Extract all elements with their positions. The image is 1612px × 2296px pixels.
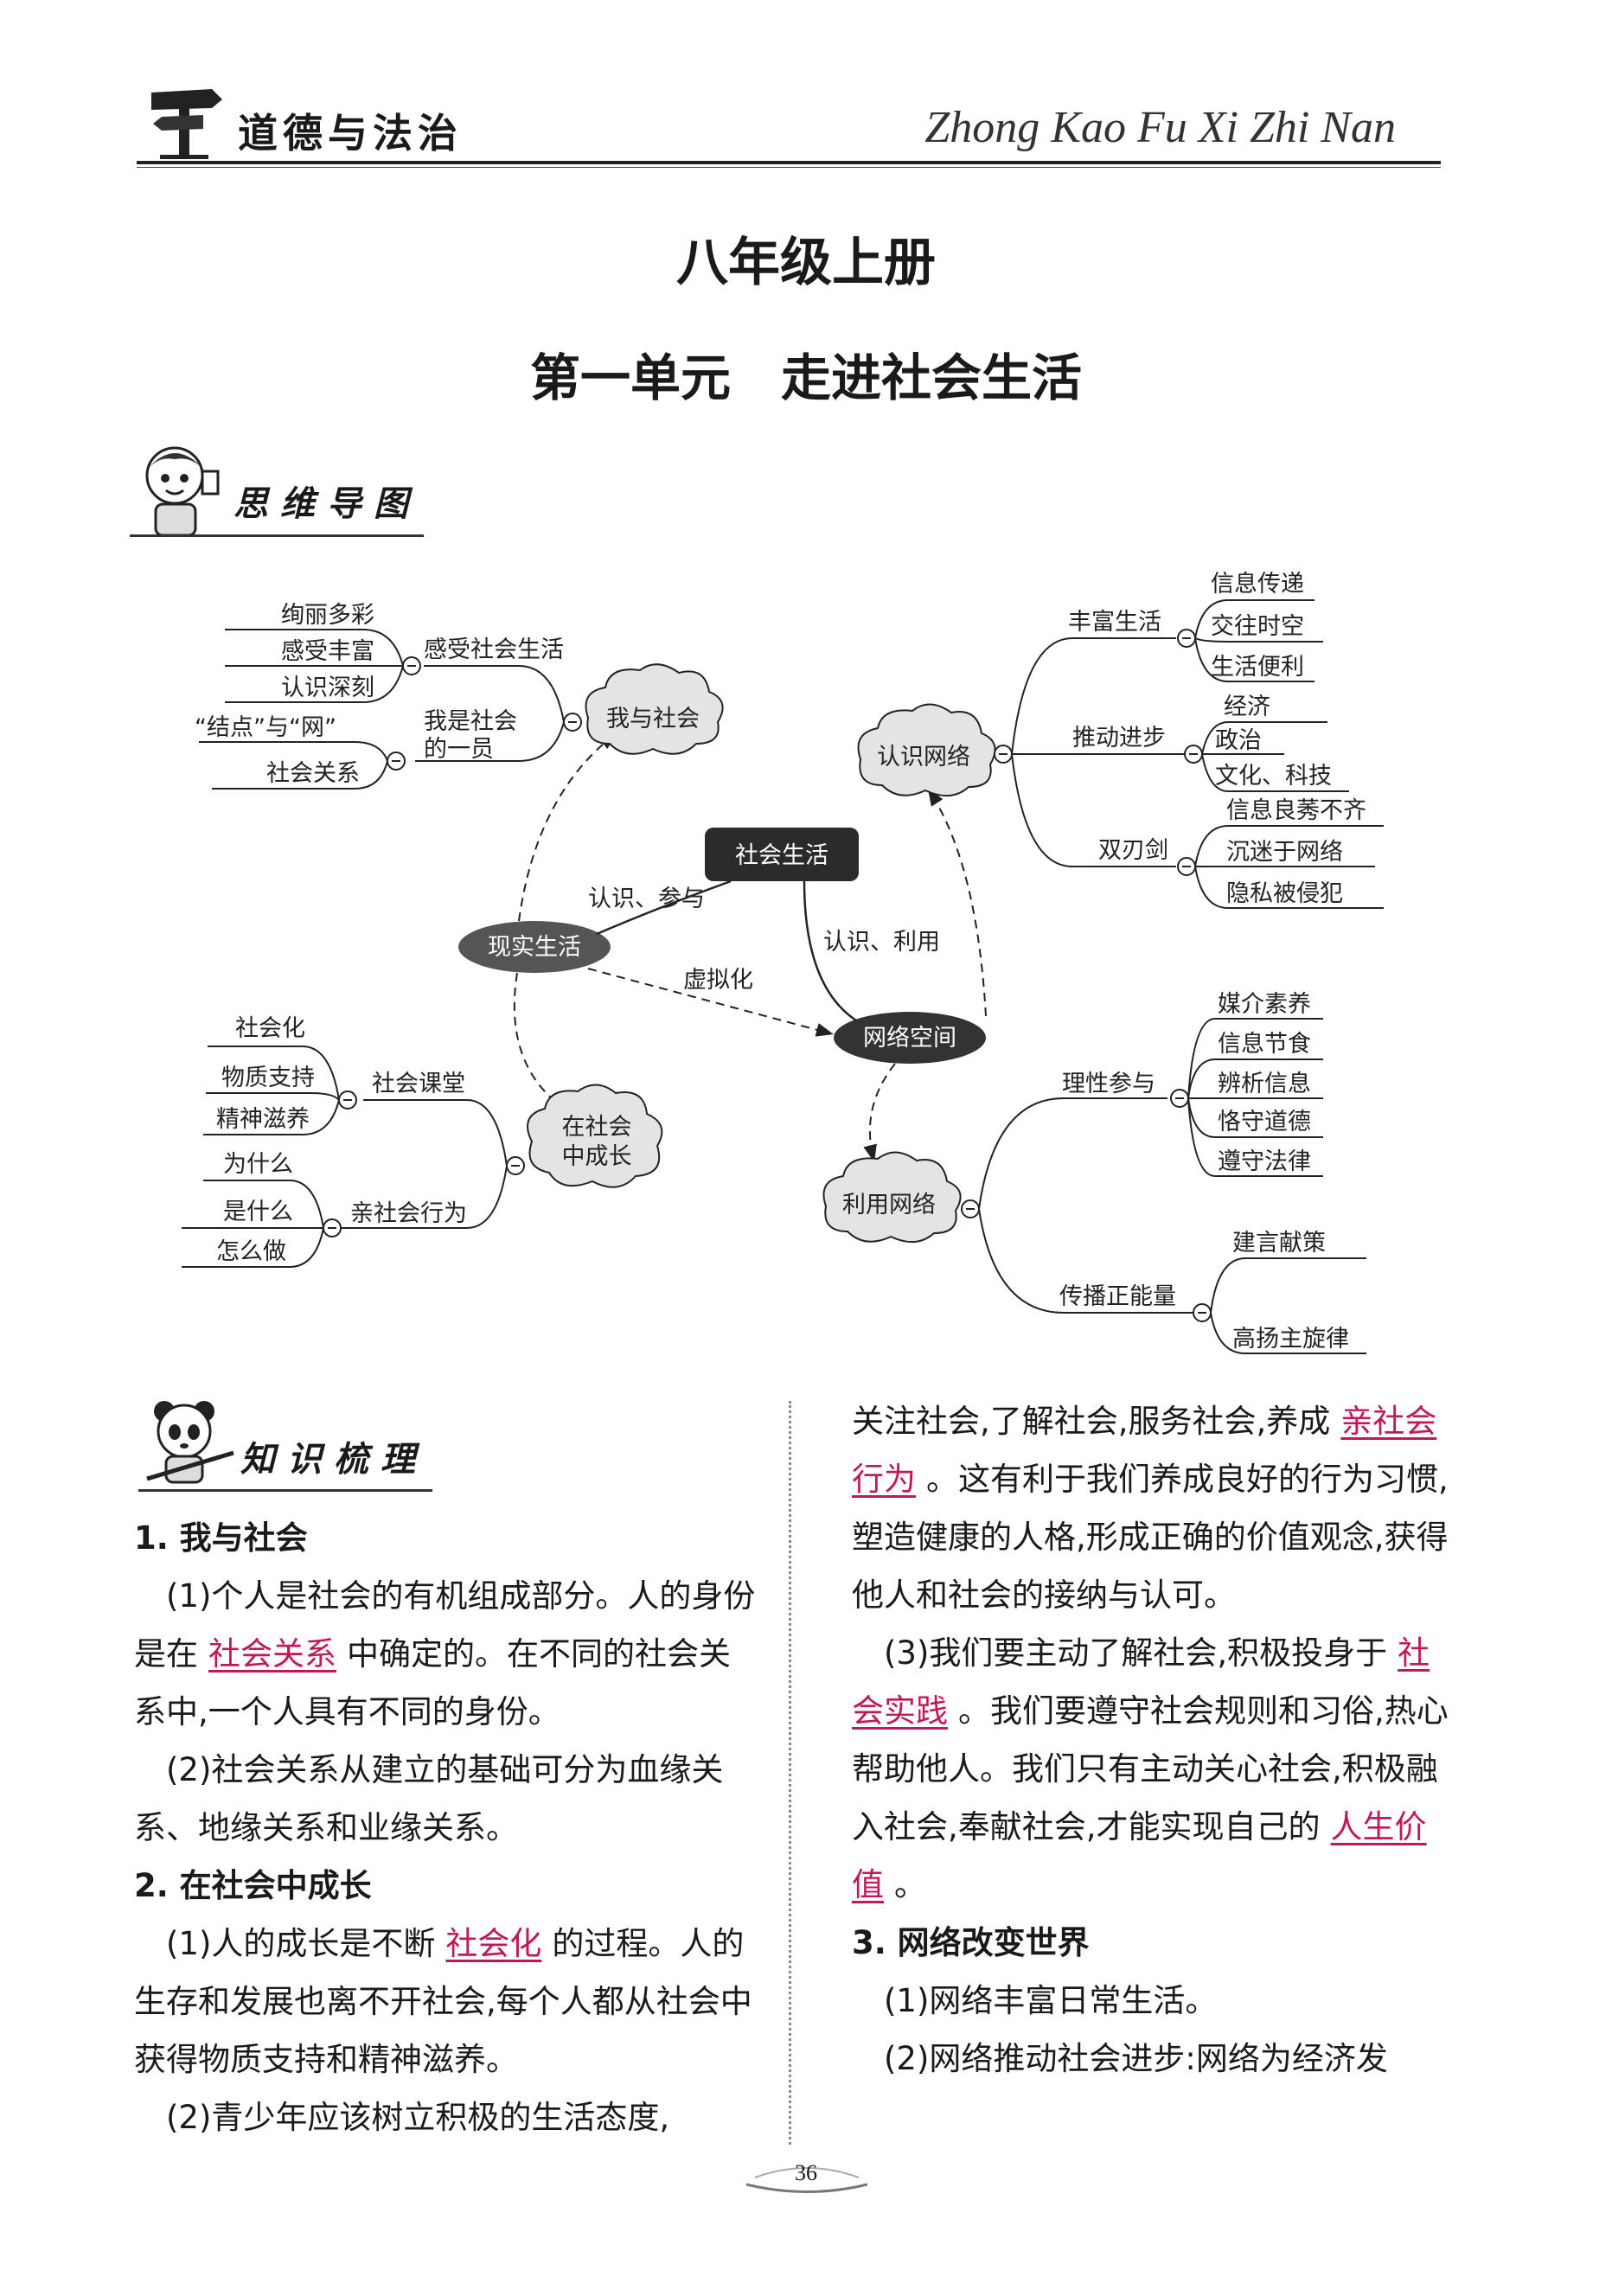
svg-text:是什么: 是什么 — [223, 1199, 293, 1225]
svg-text:利用网络: 利用网络 — [842, 1192, 936, 1218]
svg-text:生活便利: 生活便利 — [1211, 654, 1304, 681]
branch-grow: 社会课堂 亲社会行为 社会化 物质支持 精神滋养 为什么 是什么 怎么做 — [182, 1015, 524, 1267]
header-brand: 道德与法治 — [238, 102, 463, 159]
knowledge-badge-underline — [138, 1489, 432, 1492]
cloud-me-society: 我与社会 — [586, 664, 723, 754]
svg-text:社会化: 社会化 — [235, 1015, 305, 1042]
branch-use-net: 理性参与 传播正能量 媒介素养 信息节食 辨析信息 恪守道德 遵守法律 建言献策… — [962, 991, 1366, 1353]
paragraph: 关注社会,了解社会,服务社会,养成亲社会行为。这有利于我们养成良好的行为习惯,塑… — [852, 1392, 1449, 1624]
real-life-label: 现实生活 — [488, 934, 581, 961]
heading-grow: 2. 在社会中成长 — [134, 1857, 761, 1915]
svg-text:社会关系: 社会关系 — [266, 760, 360, 787]
svg-text:文化、科技: 文化、科技 — [1215, 763, 1332, 790]
svg-text:“结点”与“网”: “结点”与“网” — [195, 714, 336, 741]
svg-text:高扬主旋律: 高扬主旋律 — [1232, 1326, 1349, 1353]
svg-text:我与社会: 我与社会 — [606, 706, 700, 732]
svg-text:社会课堂: 社会课堂 — [372, 1071, 465, 1097]
svg-text:怎么做: 怎么做 — [216, 1238, 286, 1265]
svg-text:信息传递: 信息传递 — [1211, 571, 1304, 598]
branch-know-net: 丰富生活 推动进步 双刃剑 信息传递 交往时空 生活便利 经济 政治 文化、科技… — [995, 571, 1384, 908]
answer-blank: 社会关系 — [198, 1635, 347, 1672]
svg-text:交往时空: 交往时空 — [1211, 613, 1304, 640]
svg-text:理性参与: 理性参与 — [1062, 1071, 1155, 1097]
svg-text:推动进步: 推动进步 — [1072, 725, 1166, 751]
left-column: 1. 我与社会 (1)个人是社会的有机组成部分。人的身份是在社会关系中确定的。在… — [134, 1509, 761, 2146]
svg-text:为什么: 为什么 — [223, 1151, 293, 1178]
svg-text:绚丽多彩: 绚丽多彩 — [281, 602, 374, 629]
knowledge-badge: 知识梳理 — [240, 1431, 427, 1481]
svg-text:信息节食: 信息节食 — [1218, 1031, 1311, 1058]
svg-text:双刃剑: 双刃剑 — [1098, 837, 1168, 864]
cloud-grow: 在社会 中成长 — [528, 1084, 662, 1186]
cartoon-boy-icon — [130, 437, 225, 540]
paragraph: (2)网络推动社会进步:网络为经济发 — [852, 2030, 1449, 2088]
paragraph: (2)社会关系从建立的基础可分为血缘关系、地缘关系和业缘关系。 — [134, 1741, 761, 1857]
paragraph: (1)网络丰富日常生活。 — [852, 1972, 1449, 2030]
edge-real-label: 认识、参与 — [588, 886, 705, 912]
page-number: 36 — [0, 2160, 1612, 2186]
signpost-logo — [143, 82, 229, 160]
svg-text:建言献策: 建言献策 — [1232, 1230, 1326, 1257]
svg-text:认识深刻: 认识深刻 — [281, 675, 374, 701]
svg-text:丰富生活: 丰富生活 — [1068, 609, 1161, 636]
edge-cyber-label: 认识、利用 — [823, 929, 940, 956]
paragraph: (1)个人是社会的有机组成部分。人的身份是在社会关系中确定的。在不同的社会关系中… — [134, 1567, 761, 1741]
svg-text:媒介素养: 媒介素养 — [1218, 991, 1311, 1018]
paragraph: (1)人的成长是不断社会化的过程。人的生存和发展也离不开社会,每个人都从社会中获… — [134, 1915, 761, 2088]
heading-me-society: 1. 我与社会 — [134, 1509, 761, 1567]
svg-text:我是社会: 我是社会 — [424, 708, 517, 735]
edge-virtual-label: 虚拟化 — [683, 967, 753, 994]
mindmap-badge: 思维导图 — [233, 476, 420, 526]
unit-title: 第一单元 走进社会生活 — [0, 337, 1612, 410]
svg-text:物质支持: 物质支持 — [221, 1065, 315, 1091]
svg-text:恪守道德: 恪守道德 — [1218, 1109, 1311, 1135]
svg-text:传播正能量: 传播正能量 — [1059, 1283, 1176, 1310]
header-rule-thin — [137, 167, 1441, 168]
panda-icon — [138, 1392, 242, 1487]
svg-text:沉迷于网络: 沉迷于网络 — [1226, 839, 1343, 866]
svg-text:经济: 经济 — [1224, 694, 1270, 720]
column-divider — [789, 1401, 791, 2145]
svg-text:中成长: 中成长 — [562, 1143, 632, 1170]
svg-text:政治: 政治 — [1215, 727, 1262, 754]
svg-text:感受社会生活: 感受社会生活 — [424, 636, 564, 663]
cyber-space-label: 网络空间 — [863, 1025, 956, 1052]
svg-text:辨析信息: 辨析信息 — [1218, 1071, 1311, 1097]
answer-blank: 社会化 — [435, 1925, 552, 1962]
header-pinyin: Zhong Kao Fu Xi Zhi Nan — [924, 102, 1396, 153]
svg-text:隐私被侵犯: 隐私被侵犯 — [1226, 880, 1343, 907]
svg-text:感受丰富: 感受丰富 — [281, 638, 374, 665]
mind-map: 社会生活 现实生活 网络空间 认识、参与 认识、利用 虚拟化 我与社会 在社会 … — [0, 536, 1612, 1366]
right-column: 关注社会,了解社会,服务社会,养成亲社会行为。这有利于我们养成良好的行为习惯,塑… — [852, 1392, 1449, 2088]
book-title: 八年级上册 — [0, 221, 1612, 296]
center-node-label: 社会生活 — [735, 842, 828, 869]
cloud-know-net: 认识网络 — [859, 704, 995, 796]
paragraph: (3)我们要主动了解社会,积极投身于社会实践。我们要遵守社会规则和习俗,热心帮助… — [852, 1624, 1449, 1914]
svg-text:认识网络: 认识网络 — [877, 744, 970, 771]
branch-me-society: 感受社会生活 我是社会 的一员 绚丽多彩 感受丰富 认识深刻 “结点”与“网” … — [195, 602, 581, 789]
svg-text:信息良莠不齐: 信息良莠不齐 — [1226, 797, 1366, 824]
svg-text:亲社会行为: 亲社会行为 — [350, 1200, 467, 1227]
paragraph: (2)青少年应该树立积极的生活态度, — [134, 2088, 761, 2146]
svg-text:的一员: 的一员 — [424, 736, 494, 763]
svg-text:遵守法律: 遵守法律 — [1218, 1148, 1311, 1175]
svg-text:精神滋养: 精神滋养 — [216, 1106, 310, 1133]
header-rule — [137, 161, 1441, 164]
heading-network: 3. 网络改变世界 — [852, 1914, 1449, 1972]
cloud-use-net: 利用网络 — [824, 1152, 961, 1242]
svg-text:在社会: 在社会 — [562, 1114, 632, 1141]
